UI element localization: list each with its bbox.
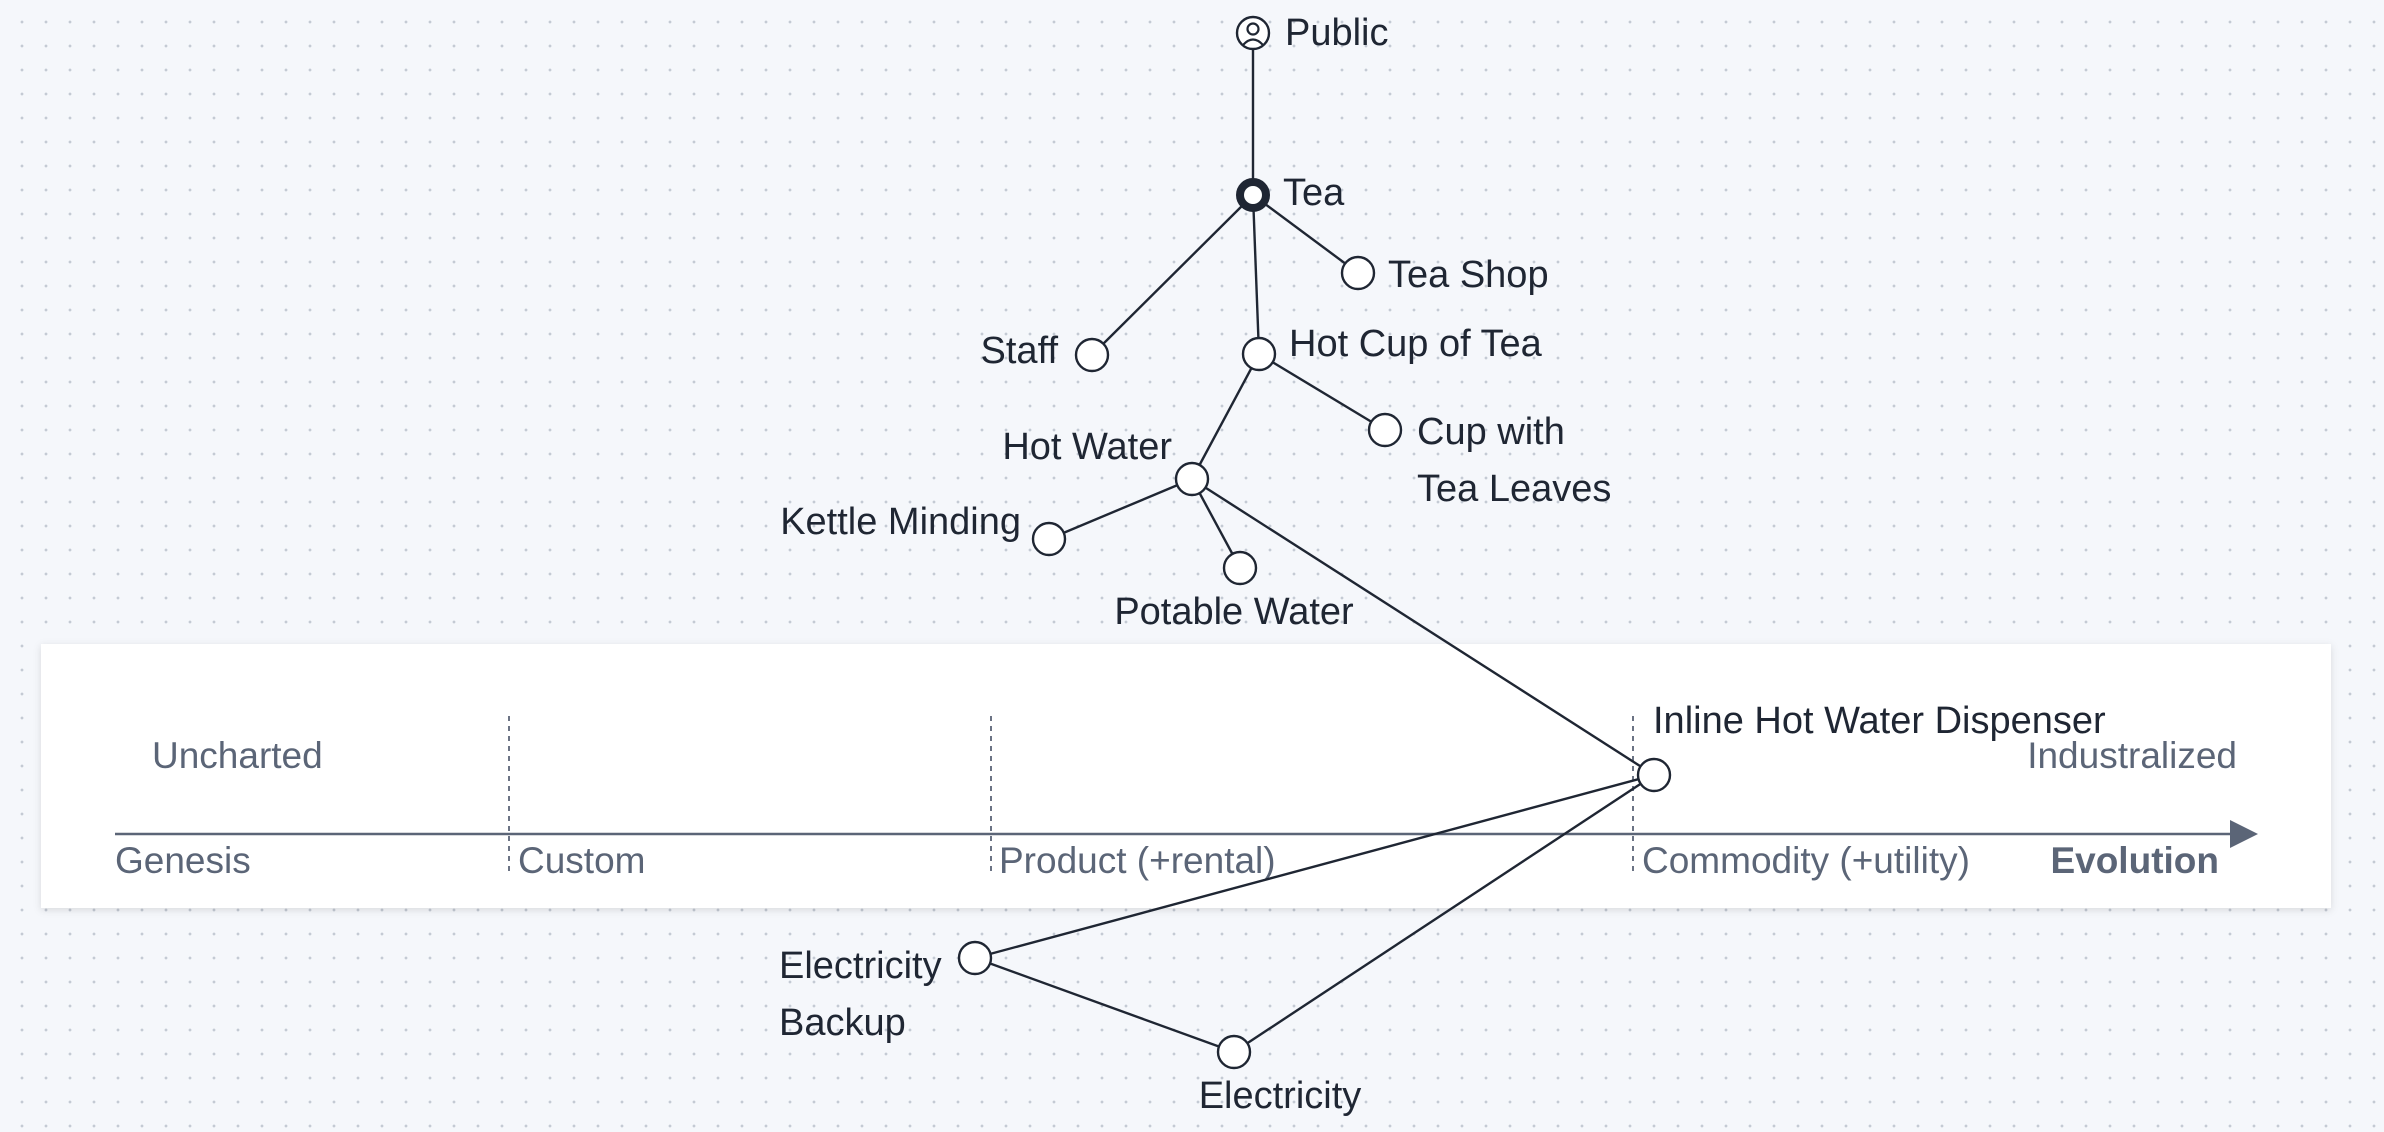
axis-title-evolution: Evolution: [2050, 840, 2219, 881]
dispenser-node[interactable]: [1636, 757, 1672, 793]
electricity-label: Electricity: [1199, 1075, 1362, 1117]
component-tea-shop[interactable]: Tea Shop: [1340, 254, 1549, 296]
link-backup-to-electricity: [974, 956, 1235, 1054]
hot-cup-label: Hot Cup of Tea: [1289, 323, 1543, 365]
evolution-band-background: [41, 644, 2331, 908]
link-hot-water-to-kettle: [1048, 477, 1193, 541]
hot-water-node[interactable]: [1174, 461, 1210, 497]
link-hot-cup-to-hot-water: [1190, 353, 1261, 480]
kettle-label: Kettle Minding: [780, 501, 1021, 543]
link-tea-to-hot-cup: [1251, 194, 1261, 355]
public-label: Public: [1285, 12, 1389, 54]
tea-shop-label: Tea Shop: [1388, 254, 1549, 296]
corner-label-industralized: Industralized: [2027, 735, 2237, 776]
stage-label-commodity: Commodity (+utility): [1642, 840, 1970, 881]
evolution-band: Uncharted Industralized Genesis Custom P…: [41, 644, 2331, 908]
link-dispenser-to-backup: [974, 773, 1655, 960]
cup-leaves-node[interactable]: [1367, 412, 1403, 448]
link-tea-to-staff: [1091, 194, 1254, 356]
corner-label-uncharted: Uncharted: [152, 735, 323, 776]
component-kettle[interactable]: Kettle Minding: [780, 501, 1067, 557]
component-hot-cup[interactable]: Hot Cup of Tea: [1241, 323, 1543, 372]
tea-node[interactable]: [1236, 178, 1270, 212]
link-hot-water-to-dispenser: [1191, 477, 1655, 777]
electricity-node[interactable]: [1216, 1034, 1252, 1070]
staff-node[interactable]: [1074, 337, 1110, 373]
dependency-links: [974, 33, 1655, 1054]
evolution-axis-arrowhead: [2230, 820, 2258, 848]
stage-label-product: Product (+rental): [999, 840, 1276, 881]
dispenser-label: Inline Hot Water Dispenser: [1653, 700, 2106, 742]
tea-label: Tea: [1283, 172, 1345, 214]
stage-label-genesis: Genesis: [115, 840, 251, 881]
tea-shop-node[interactable]: [1340, 255, 1376, 291]
component-electricity[interactable]: Electricity: [1199, 1034, 1362, 1117]
hot-cup-node[interactable]: [1241, 336, 1277, 372]
user-icon: [1235, 15, 1271, 51]
component-dispenser[interactable]: Inline Hot Water Dispenser: [1636, 700, 2106, 793]
component-potable[interactable]: Potable Water: [1114, 550, 1354, 633]
link-dispenser-to-electricity: [1233, 773, 1655, 1054]
potable-label: Potable Water: [1114, 591, 1354, 633]
kettle-node[interactable]: [1031, 521, 1067, 557]
stage-label-custom: Custom: [518, 840, 645, 881]
hot-water-label: Hot Water: [1002, 426, 1172, 468]
component-hot-water[interactable]: Hot Water: [1002, 426, 1210, 497]
component-tea[interactable]: Tea: [1236, 172, 1345, 214]
staff-label: Staff: [981, 330, 1059, 372]
link-tea-to-tea-shop: [1252, 194, 1359, 274]
component-public[interactable]: Public: [1235, 12, 1389, 54]
component-staff[interactable]: Staff: [981, 330, 1110, 373]
backup-node[interactable]: [957, 940, 993, 976]
link-hot-cup-to-cup-leaves: [1258, 352, 1386, 432]
potable-node[interactable]: [1222, 550, 1258, 586]
